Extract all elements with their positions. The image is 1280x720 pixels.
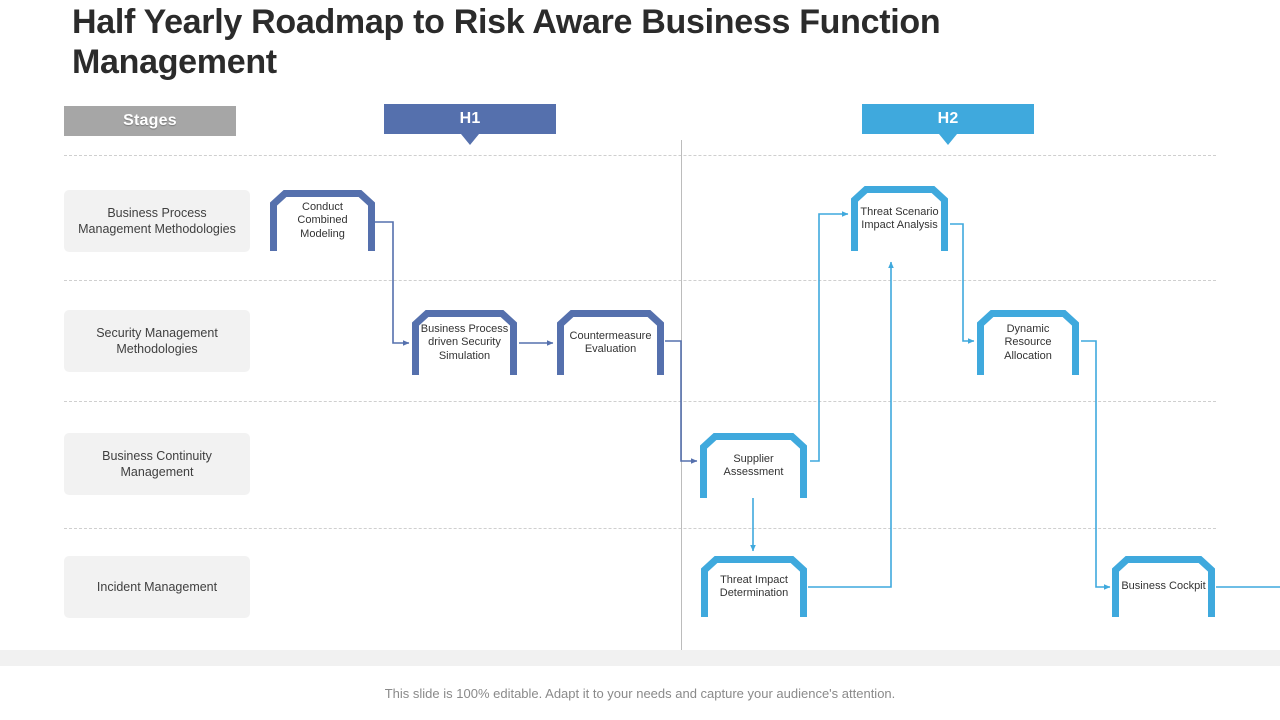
gridline <box>64 401 1216 402</box>
stage-row-label-business-continuity-management: Business Continuity Management <box>64 433 250 495</box>
stage-row-label-incident-management: Incident Management <box>64 556 250 618</box>
gridline <box>64 280 1216 281</box>
gridline <box>64 528 1216 529</box>
node-shape <box>412 310 517 375</box>
stage-label-text: Business Continuity Management <box>102 449 212 479</box>
footer-note: This slide is 100% editable. Adapt it to… <box>384 686 896 701</box>
chevron-down-icon <box>461 134 479 145</box>
node-shape <box>700 433 807 498</box>
process-node-threat-impact-determination[interactable]: Threat Impact Determination <box>701 556 807 618</box>
header-chip-h2-label: H2 <box>937 110 959 127</box>
process-node-label: Business Cockpit <box>1121 580 1206 593</box>
header-chip-h1[interactable]: H1 <box>384 104 556 145</box>
node-shape <box>1112 556 1215 617</box>
stage-row-label-business-process-management: Business Process Management Methodologie… <box>64 190 250 252</box>
gridline <box>64 155 1216 156</box>
process-node-business-cockpit[interactable]: Business Cockpit <box>1112 556 1215 618</box>
process-node-threat-scenario-impact-analysis[interactable]: Threat Scenario Impact Analysis <box>851 186 948 252</box>
header-chip-stages-label: Stages <box>123 112 177 129</box>
process-node-label: Threat Impact Determination <box>719 573 789 600</box>
process-node-supplier-assessment[interactable]: Supplier Assessment <box>700 433 807 499</box>
header-chip-stages[interactable]: Stages <box>64 106 236 136</box>
phase-divider <box>681 140 682 650</box>
node-shape <box>270 190 375 251</box>
node-shape <box>851 186 948 251</box>
process-node-dynamic-resource-allocation[interactable]: Dynamic Resource Allocation <box>977 310 1079 376</box>
footer-divider <box>0 650 1280 666</box>
process-node-label: Dynamic Resource Allocation <box>1004 322 1052 362</box>
stage-label-text: Business Process Management Methodologie… <box>78 206 236 236</box>
header-chip-h2[interactable]: H2 <box>862 104 1034 145</box>
node-shape <box>701 556 807 617</box>
header-chip-h1-label: H1 <box>459 110 481 127</box>
process-node-countermeasure-evaluation[interactable]: Countermeasure Evaluation <box>557 310 664 376</box>
process-node-label: Countermeasure Evaluation <box>569 329 652 356</box>
process-node-conduct-combined-modeling[interactable]: Conduct Combined Modeling <box>270 190 375 252</box>
process-node-label: Supplier Assessment <box>723 452 784 479</box>
stage-label-text: Security Management Methodologies <box>96 326 218 356</box>
process-node-label: Threat Scenario Impact Analysis <box>860 205 939 232</box>
node-shape <box>977 310 1079 375</box>
stage-row-label-security-management: Security Management Methodologies <box>64 310 250 372</box>
page-title: Half Yearly Roadmap to Risk Aware Busine… <box>72 3 941 81</box>
process-node-business-process-driven-security-simulation[interactable]: Business Process driven Security Simulat… <box>412 310 517 376</box>
process-node-label: Conduct Combined Modeling <box>297 200 348 240</box>
stage-label-text: Incident Management <box>96 580 218 594</box>
chevron-down-icon <box>939 134 957 145</box>
process-node-label: Business Process driven Security Simulat… <box>420 322 509 362</box>
node-shape <box>557 310 664 375</box>
